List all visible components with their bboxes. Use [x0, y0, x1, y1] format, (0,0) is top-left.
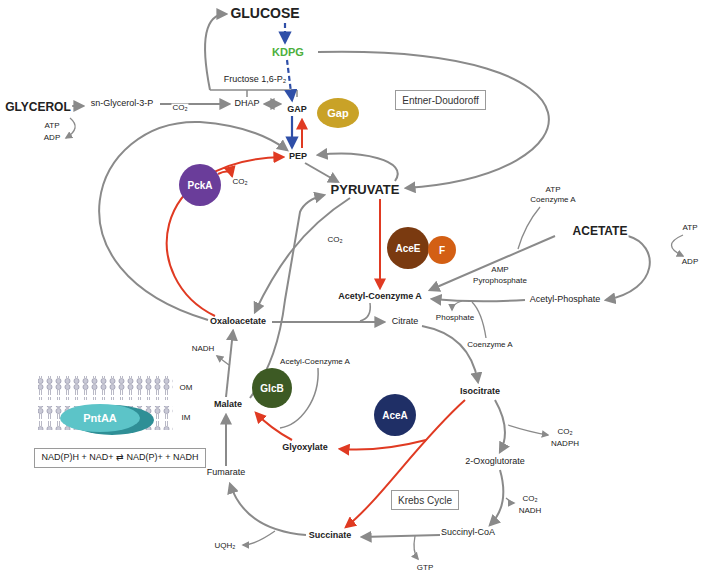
- metabolite-label: Coenzyme A: [466, 341, 513, 350]
- metabolite-label: PEP: [288, 152, 308, 162]
- enzyme-name: Entner-Doudoroff: [402, 95, 479, 106]
- metabolite-label: ADP: [681, 258, 699, 267]
- metabolite-label: CO₂: [556, 428, 573, 437]
- metabolite-label: Malate: [213, 400, 243, 410]
- enzyme-name: Krebs Cycle: [398, 495, 452, 506]
- metabolite-label: DHAP: [233, 99, 260, 109]
- metabolite-label: 2-Oxoglutorate: [464, 457, 526, 467]
- metabolite-label: sn-Glycerol-3-P: [90, 99, 155, 109]
- metabolite-label: ACETATE: [572, 225, 629, 238]
- metabolite-label: Succinyl-CoA: [440, 528, 496, 538]
- metabolite-label: KDPG: [271, 46, 305, 58]
- metabolite-label: CO₂: [521, 495, 538, 504]
- metabolite-label: ATP: [545, 186, 562, 195]
- enzyme-circle: PckA: [179, 164, 221, 206]
- enzyme-name: PntAA: [83, 412, 117, 424]
- metabolite-label: ADP: [43, 134, 61, 143]
- metabolite-label: Coenzyme A: [529, 196, 576, 205]
- metabolite-label: Pyrophosphate: [472, 277, 528, 286]
- transhydrogenase-ellipse: PntAA: [60, 404, 140, 432]
- enzyme-circle: F: [428, 236, 456, 264]
- metabolite-label: NADH: [191, 345, 216, 354]
- metabolite-label: PYRUVATE: [330, 183, 401, 197]
- metabolite-label: Fumarate: [206, 468, 247, 478]
- enzyme-name: Gap: [327, 107, 348, 119]
- metabolite-label: CO₂: [171, 104, 188, 113]
- reaction-box: NAD(P)H + NAD+ ⇄ NAD(P)+ + NADH: [34, 448, 206, 468]
- metabolite-label: NADH: [518, 507, 543, 516]
- metabolite-label: Oxaloacetate: [209, 317, 267, 327]
- pathway-box: Krebs Cycle: [391, 490, 459, 510]
- enzyme-name: F: [439, 245, 445, 256]
- metabolite-label: GAP: [286, 105, 308, 115]
- enzyme-circle: AceA: [374, 394, 416, 436]
- metabolite-label: Phosphate: [435, 314, 475, 323]
- metabolite-label: GLYCEROL: [4, 101, 72, 114]
- pathway-box: Entner-Doudoroff: [395, 90, 486, 110]
- metabolite-label: CO₂: [231, 178, 248, 187]
- metabolite-label: Glyoxylate: [281, 443, 329, 453]
- metabolite-label: AMP: [490, 266, 509, 275]
- metabolite-label: OM: [179, 384, 194, 393]
- metabolite-label: Acetyl-Coenzyme A: [279, 358, 351, 367]
- metabolite-label: ATP: [682, 224, 699, 233]
- enzyme-name: AceE: [395, 243, 420, 254]
- metabolite-label: NADPH: [550, 440, 580, 449]
- metabolite-label: GTP: [416, 564, 434, 573]
- enzyme-name: NAD(P)H + NAD+ ⇄ NAD(P)+ + NADH: [41, 453, 198, 463]
- enzyme-name: GlcB: [260, 383, 283, 394]
- enzyme-circle: AceE: [387, 227, 429, 269]
- metabolite-label: Acetyl-Phosphate: [529, 295, 602, 305]
- metabolite-label: GLUCOSE: [229, 6, 300, 21]
- metabolite-label: UQH₂: [214, 542, 237, 551]
- enzyme-name: PckA: [187, 180, 212, 191]
- metabolite-label: Citrate: [391, 317, 420, 327]
- enzyme-name: AceA: [382, 410, 408, 421]
- enzyme-ellipse: Gap: [317, 98, 359, 128]
- metabolite-label: Isocitrate: [459, 387, 501, 397]
- metabolite-label: ATP: [44, 122, 61, 131]
- metabolite-label: Acetyl-Coenzyme A: [337, 292, 423, 302]
- metabolite-label: CO₂: [326, 236, 343, 245]
- metabolite-label: IM: [181, 414, 192, 423]
- enzyme-circle: GlcB: [252, 368, 292, 408]
- metabolite-label: Succinate: [308, 531, 353, 541]
- metabolite-label: Fructose 1,6-P₂: [223, 75, 288, 85]
